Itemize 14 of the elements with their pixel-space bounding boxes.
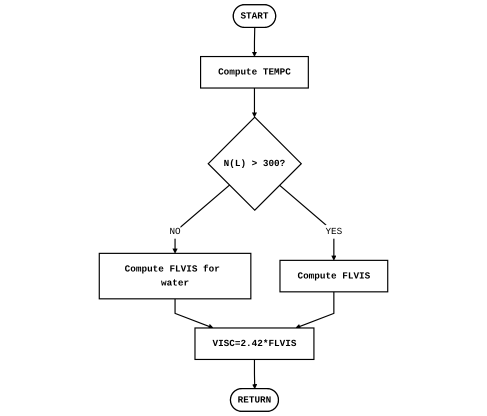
arrow (252, 28, 258, 57)
arrow (172, 184, 230, 254)
arrow (174, 298, 214, 329)
arrow (279, 184, 336, 261)
node-box: Compute FLVIS (279, 260, 388, 292)
edge-label: NO (169, 226, 181, 238)
arrow (252, 88, 258, 118)
node-box: Compute FLVIS for water (98, 252, 252, 300)
arrow (295, 292, 334, 329)
edge-label: YES (325, 226, 342, 238)
node-box: VISC=2.42*FLVIS (194, 327, 314, 360)
node-box: Compute TEMPC (200, 56, 309, 89)
node-diamond: N(L) > 300? (207, 116, 302, 212)
arrow (252, 359, 258, 390)
